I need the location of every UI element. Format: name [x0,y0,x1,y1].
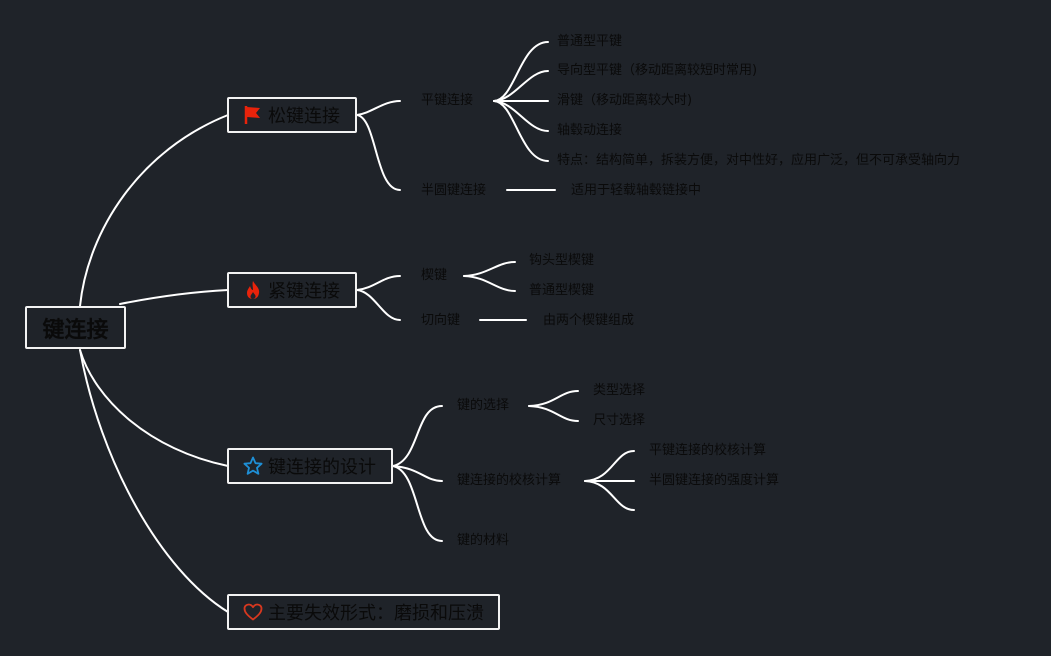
leaf-node[interactable]: 轴毂动连接 [557,123,623,138]
leaf-node[interactable]: 类型选择 [593,383,646,398]
leaf-node[interactable]: 平键连接的校核计算 [649,443,767,458]
root-label: 键连接 [42,317,109,343]
sub-node-key-check-calc[interactable]: 键连接的校核计算 [457,473,562,488]
leaf-node[interactable]: 普通型平键 [557,34,623,49]
branch-label: 紧键连接 [268,281,340,302]
leaf-node[interactable]: 滑键（移动距离较大时) [557,93,693,108]
branch-label: 主要失效形式：磨损和压溃 [268,603,484,624]
leaf-node[interactable]: 特点：结构简单，拆装方便，对中性好，应用广泛，但不可承受轴向力 [557,153,961,168]
leaf-node[interactable]: 半圆键连接的强度计算 [649,473,780,488]
sub-node-tangential-key[interactable]: 切向键 [421,313,461,328]
leaf-node[interactable]: 普通型楔键 [529,283,595,298]
sub-node-key-selection[interactable]: 键的选择 [457,398,510,413]
leaf-node[interactable]: 由两个楔键组成 [543,313,635,328]
leaf-node[interactable]: 钩头型楔键 [529,253,595,268]
sub-node-key-material[interactable]: 键的材料 [457,533,510,548]
branch-loose-key[interactable]: 松键连接 [227,97,357,133]
sub-node-taper-key[interactable]: 楔键 [421,268,448,283]
leaf-node[interactable]: 导向型平键（移动距离较短时常用) [557,63,758,78]
branch-tight-key[interactable]: 紧键连接 [227,272,357,308]
sub-node-woodruff-key[interactable]: 半圆键连接 [421,183,487,198]
branch-label: 松键连接 [268,106,340,127]
leaf-node[interactable]: 尺寸选择 [593,413,646,428]
branch-key-design[interactable]: 键连接的设计 [227,448,393,484]
branch-failure-modes[interactable]: 主要失效形式：磨损和压溃 [227,594,500,630]
red-flag-icon [243,105,263,125]
star-outline-icon [243,456,263,476]
sub-node-flat-key[interactable]: 平键连接 [421,93,474,108]
root-node[interactable]: 键连接 [25,306,126,349]
heart-outline-icon [243,602,263,622]
branch-label: 键连接的设计 [268,457,376,478]
leaf-node[interactable]: 适用于轻载轴毂链接中 [571,183,702,198]
fire-icon [243,280,263,300]
